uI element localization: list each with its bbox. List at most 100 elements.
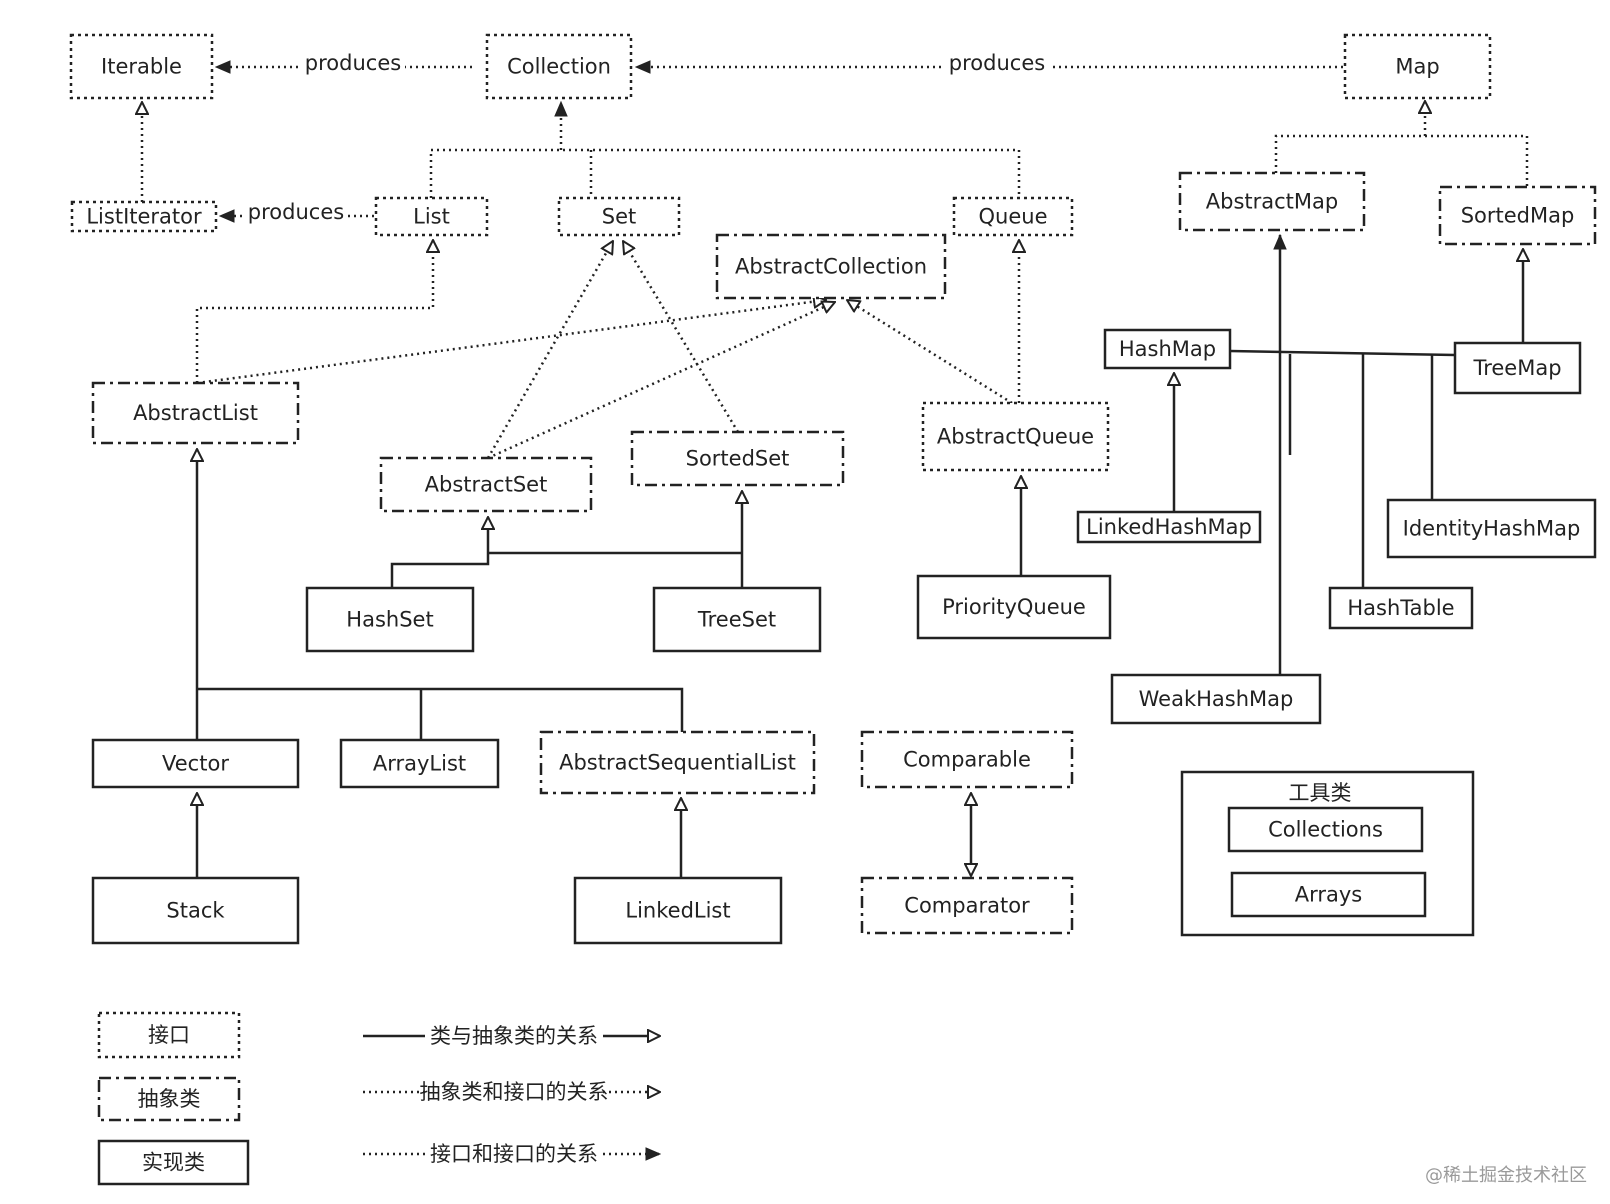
node-listiterator: ListIterator — [70, 200, 218, 233]
legend-box-interface — [97, 1011, 241, 1059]
node-label-sortedmap: SortedMap — [1461, 204, 1575, 228]
node-stack: Stack — [91, 876, 300, 945]
node-label-arraylist: ArrayList — [373, 752, 466, 776]
legend-label-abstract: 抽象类 — [138, 1087, 201, 1111]
edge-label-collection_map: produces — [949, 51, 1045, 75]
edge-abstractset-set — [486, 241, 613, 459]
node-hashset: HashSet — [305, 586, 475, 653]
node-hashtable: HashTable — [1328, 586, 1474, 630]
legend-label-class: 实现类 — [142, 1151, 205, 1175]
node-label-abstractmap: AbstractMap — [1206, 190, 1338, 214]
node-label-treemap: TreeMap — [1472, 356, 1561, 380]
node-linkedlist: LinkedList — [573, 876, 783, 945]
node-priorityqueue: PriorityQueue — [916, 574, 1112, 640]
node-identityhashmap: IdentityHashMap — [1386, 498, 1597, 559]
node-label-hashset: HashSet — [346, 608, 433, 632]
edge-map-bus — [1274, 134, 1529, 187]
node-map: Map — [1343, 33, 1492, 100]
node-label-iterable: Iterable — [101, 55, 182, 79]
node-abstractset: AbstractSet — [379, 456, 593, 513]
edge-label-listiterator_list: produces — [248, 200, 344, 224]
edge-list-queue-bus — [429, 148, 1021, 198]
node-linkedhashmap: LinkedHashMap — [1076, 510, 1262, 544]
node-label-linkedhashmap: LinkedHashMap — [1086, 515, 1252, 539]
legend-line-label-interface_interface_relation: 接口和接口的关系 — [430, 1142, 598, 1166]
node-vector: Vector — [91, 738, 300, 789]
node-abstractqueue: AbstractQueue — [921, 401, 1110, 472]
node-treemap: TreeMap — [1453, 341, 1582, 395]
node-iterable: Iterable — [69, 33, 214, 100]
node-sortedset: SortedSet — [630, 430, 845, 487]
node-label-map: Map — [1395, 55, 1439, 79]
node-label-hashtable: HashTable — [1347, 596, 1454, 620]
watermark: @稀土掘金技术社区 — [1425, 1165, 1587, 1186]
node-label-identityhashmap: IdentityHashMap — [1403, 517, 1581, 541]
tool-box-0 — [1227, 806, 1424, 853]
node-weakhashmap: WeakHashMap — [1110, 673, 1322, 725]
legend-line-label-bg — [425, 1138, 603, 1166]
node-label-list: List — [413, 205, 450, 229]
node-label-listiterator: ListIterator — [86, 205, 202, 229]
node-list: List — [374, 196, 489, 237]
edge-list-impl-bus — [197, 687, 684, 732]
node-comparator: Comparator — [860, 876, 1074, 935]
legend-line-label-class_abstract_relation: 类与抽象类的关系 — [430, 1024, 598, 1048]
tool-label-1: Arrays — [1295, 883, 1363, 907]
node-label-vector: Vector — [162, 752, 229, 776]
node-label-abstractcollection: AbstractCollection — [735, 255, 927, 279]
edge-label-bg — [301, 50, 405, 76]
node-collection: Collection — [485, 33, 633, 100]
node-hashmap: HashMap — [1103, 328, 1232, 370]
edge-sortedset-set — [623, 241, 740, 433]
edge-abstractlist-abstractcollection — [196, 300, 826, 385]
node-sortedmap: SortedMap — [1438, 185, 1597, 246]
legend-box-class — [97, 1139, 250, 1186]
legend-label-interface: 接口 — [148, 1023, 190, 1047]
node-label-sortedset: SortedSet — [686, 447, 790, 471]
tool-label-0: Collections — [1268, 818, 1383, 842]
tools-title: 工具类 — [1289, 781, 1352, 805]
edge-abstractlist-list — [195, 240, 433, 383]
edges — [142, 67, 1527, 878]
edge-abstractqueue-abstractcollection — [847, 300, 1013, 405]
node-abstractmap: AbstractMap — [1178, 171, 1366, 232]
node-label-abstractqueue: AbstractQueue — [937, 425, 1094, 449]
node-label-hashmap: HashMap — [1119, 337, 1216, 361]
node-label-treeset: TreeSet — [697, 608, 776, 632]
node-abstractcollection: AbstractCollection — [715, 233, 947, 300]
legend-box-abstract — [97, 1076, 241, 1122]
edge-label-bg — [244, 199, 348, 225]
legend-line-label-abstract_interface_relation: 抽象类和接口的关系 — [420, 1080, 609, 1104]
edge-hashset-abstractset — [390, 517, 488, 588]
node-label-comparable: Comparable — [903, 748, 1031, 772]
node-label-queue: Queue — [979, 205, 1048, 229]
node-comparable: Comparable — [860, 730, 1074, 789]
node-label-collection: Collection — [507, 55, 611, 79]
edge-hashmap-treemap-bus — [1229, 349, 1456, 357]
node-arraylist: ArrayList — [339, 738, 500, 789]
node-label-weakhashmap: WeakHashMap — [1139, 687, 1294, 711]
tool-box-1 — [1230, 871, 1427, 918]
node-label-linkedlist: LinkedList — [625, 899, 730, 923]
node-label-set: Set — [602, 205, 636, 229]
node-label-abstractsequentiallist: AbstractSequentialList — [559, 751, 796, 775]
edge-label-iterable_collection: produces — [305, 51, 401, 75]
edge-labels: produces produces produces — [244, 50, 1049, 225]
node-label-priorityqueue: PriorityQueue — [942, 595, 1086, 619]
node-abstractlist: AbstractList — [91, 381, 300, 445]
node-set: Set — [557, 196, 681, 237]
node-queue: Queue — [952, 196, 1074, 237]
node-label-comparator: Comparator — [904, 894, 1030, 918]
node-label-abstractset: AbstractSet — [425, 473, 548, 497]
legend-line-label-bg — [425, 1020, 603, 1048]
node-label-abstractlist: AbstractList — [133, 401, 258, 425]
node-treeset: TreeSet — [652, 586, 822, 653]
legend-line-label-bg — [425, 1076, 603, 1104]
edge-label-bg — [945, 50, 1049, 76]
node-abstractsequentiallist: AbstractSequentialList — [539, 730, 816, 795]
node-label-stack: Stack — [166, 899, 225, 923]
